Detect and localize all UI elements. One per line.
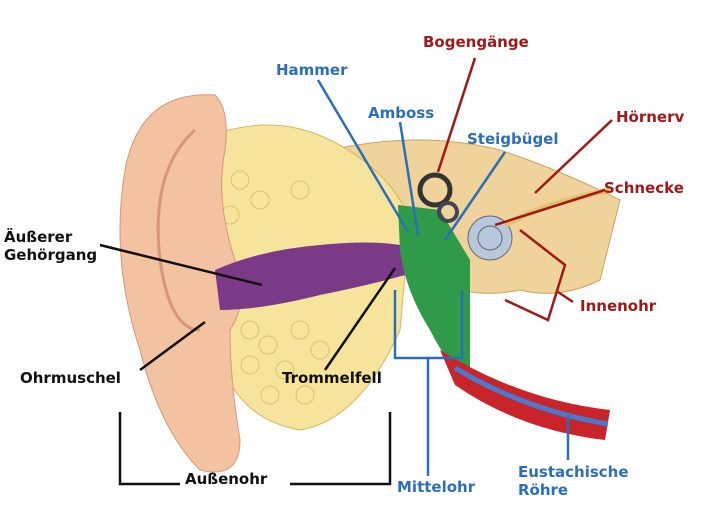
label-line-2: Röhre [518, 481, 569, 499]
label-innenohr: Innenohr [580, 297, 657, 315]
label-line-1: Äußerer [4, 228, 73, 246]
label-line-2: Gehörgang [4, 246, 98, 264]
label-hoernerv: Hörnerv [616, 108, 685, 126]
label-eustachische-roehre: Eustachische Röhre [518, 463, 629, 499]
label-aeusserer-gehoergang: Äußerer Gehörgang [4, 228, 97, 264]
label-aussenohr: Außenohr [185, 470, 268, 488]
cochlea [467, 215, 513, 261]
ear-canal [215, 242, 405, 310]
label-hammer: Hammer [276, 61, 348, 79]
semicircular-canals [417, 172, 453, 208]
label-mittelohr: Mittelohr [397, 478, 476, 496]
middle-ear [398, 205, 470, 380]
label-ohrmuschel: Ohrmuschel [20, 369, 121, 387]
label-schnecke: Schnecke [604, 179, 684, 197]
temporal-bone [328, 139, 621, 294]
label-trommelfell: Trommelfell [282, 369, 382, 387]
label-amboss: Amboss [368, 104, 435, 122]
label-bogengaenge: Bogengänge [423, 33, 529, 51]
auricle [119, 94, 242, 473]
label-steigbuegel: Steigbügel [467, 130, 559, 148]
label-line-1: Eustachische [518, 463, 629, 481]
